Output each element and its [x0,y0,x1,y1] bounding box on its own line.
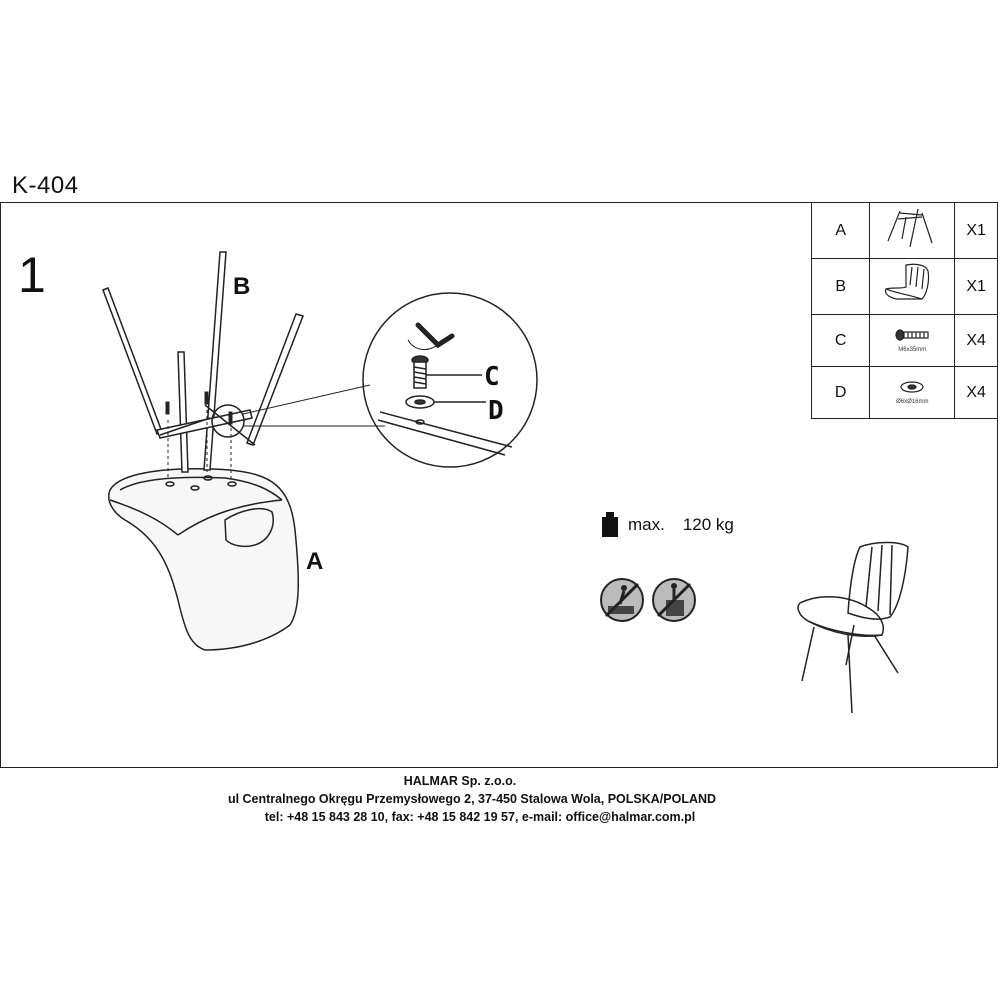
label-part-b: B [233,273,251,300]
warning-icons [600,578,696,622]
part-quantity: X1 [954,202,998,259]
chair-seat-icon [869,258,956,315]
max-load-value: 120 kg [682,515,734,534]
max-load: max. 120 kg [600,512,734,538]
frame-bolts [165,391,233,480]
washer-spec: Ø6xØ16mm [896,398,929,405]
part-quantity: X4 [954,314,998,367]
parts-row: B X1 [810,258,998,315]
parts-row: A X1 [810,202,998,259]
callout-d: D [488,396,504,426]
footer-contact: tel: +48 15 843 28 10, fax: +48 15 842 1… [264,810,696,824]
part-quantity: X1 [954,258,998,315]
part-letter: A [810,202,871,259]
detail-zoom [362,292,538,468]
seat-shell [108,468,300,651]
part-quantity: X4 [954,366,998,419]
bolt-spec: M6x35mm [898,346,927,353]
callout-c: C [484,362,500,392]
finished-chair-drawing [797,541,909,714]
leg-frame [102,251,304,473]
footer-address: ul Centralnego Okręgu Przemysłowego 2, 3… [227,792,717,806]
max-load-label: max. [628,515,665,534]
no-standing-on-seat-icon [600,578,644,622]
parts-row: C M6x35mm X4 [810,314,998,367]
weight-icon [602,512,618,537]
no-climbing-icon [652,578,696,622]
instruction-frame [0,202,998,768]
step-number: 1 [18,247,46,303]
washer-icon: Ø6xØ16mm [869,366,956,419]
footer-company: HALMAR Sp. z.o.o. [403,774,517,788]
part-letter: C [810,314,871,367]
parts-row: D Ø6xØ16mm X4 [810,366,998,419]
part-letter: B [810,258,871,315]
part-letter: D [810,366,871,419]
chair-base-icon [869,202,956,259]
parts-table: A X1 B X1 C [810,202,998,419]
bolt-icon: M6x35mm [869,314,956,367]
document-title: K-404 [12,172,79,199]
label-part-a: A [306,548,324,575]
